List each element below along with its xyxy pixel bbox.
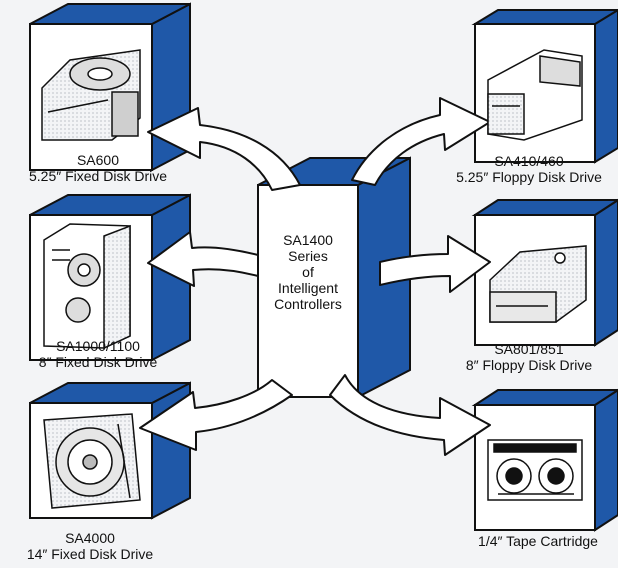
sa1000-drive-icon	[43, 223, 131, 350]
box-sa410	[471, 8, 618, 164]
controller-line: SA1400	[283, 232, 333, 248]
sa600-label: SA600 5.25″ Fixed Disk Drive	[8, 152, 188, 184]
sa1000-model: SA1000/1100	[56, 338, 140, 354]
controller-label: SA1400 Series of Intelligent Controllers	[258, 232, 358, 312]
sa600-description: 5.25″ Fixed Disk Drive	[29, 168, 167, 184]
sa600-model: SA600	[76, 152, 120, 168]
sa410-label: SA410/460 5.25″ Floppy Disk Drive	[440, 153, 618, 185]
sa600-drive-icon	[41, 49, 141, 141]
sa1000-label: SA1000/1100 8″ Fixed Disk Drive	[8, 338, 188, 370]
sa801-drive-icon	[489, 245, 587, 323]
sa4000-description: 14″ Fixed Disk Drive	[26, 546, 154, 562]
tape-label: 1/4″ Tape Cartridge	[458, 533, 618, 549]
sa4000-drive-icon	[43, 413, 141, 509]
sa4000-model: SA4000	[65, 530, 115, 546]
controller-line: of	[302, 264, 314, 280]
arrow-to-tape	[329, 374, 491, 456]
sa1000-description: 8″ Fixed Disk Drive	[38, 354, 158, 370]
controller-line: Series	[288, 248, 328, 264]
controller-line: Controllers	[274, 296, 342, 312]
sa801-label: SA801/851 8″ Floppy Disk Drive	[440, 341, 618, 373]
tape-cartridge-drive-icon	[487, 439, 583, 501]
sa801-model: SA801/851	[494, 341, 564, 357]
sa410-description: 5.25″ Floppy Disk Drive	[456, 169, 602, 185]
arrow-to-sa4000	[139, 379, 293, 451]
sa4000-label: SA4000 14″ Fixed Disk Drive	[0, 530, 180, 562]
tape-description: 1/4″ Tape Cartridge	[478, 533, 598, 549]
sa410-drive-icon	[487, 49, 583, 141]
controller-line: Intelligent	[278, 280, 338, 296]
arrow-to-sa1000	[147, 231, 259, 287]
sa410-model: SA410/460	[494, 153, 564, 169]
arrow-to-sa600	[147, 107, 301, 191]
arrow-to-sa801	[379, 235, 491, 293]
sa801-description: 8″ Floppy Disk Drive	[465, 357, 593, 373]
